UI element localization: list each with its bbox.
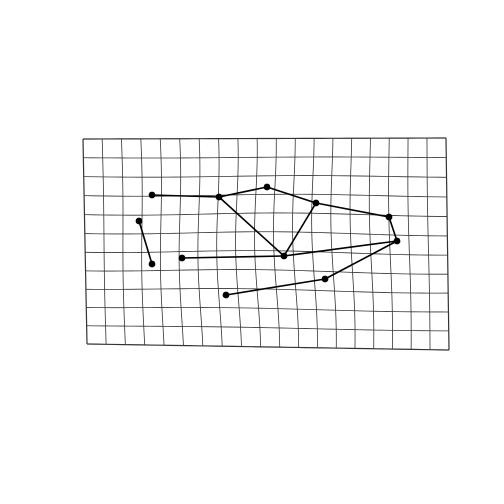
node-n8 (280, 252, 288, 260)
edge-n11-n12 (225, 278, 326, 296)
node-n4 (312, 199, 320, 207)
edge-n2-n3 (218, 186, 268, 198)
grid-vertical-line (426, 138, 431, 350)
warped-grid (82, 137, 450, 351)
grid-vertical-line (159, 138, 165, 346)
grid-vertical-line (292, 138, 300, 348)
edge-n7-n8 (181, 255, 285, 259)
grid-vertical-line (349, 138, 356, 349)
grid-horizontal-line (85, 269, 448, 275)
edge-n1-n2 (151, 194, 220, 198)
grid-vertical-line (330, 138, 337, 349)
grid-vertical-line (311, 138, 318, 348)
grid-horizontal-line (86, 343, 450, 351)
grid-vertical-line (407, 138, 412, 350)
edge-n4-n8 (283, 202, 317, 257)
node-n3 (263, 183, 271, 191)
grid-vertical-line (197, 138, 204, 346)
node-n7 (178, 254, 186, 262)
edge-n5-n6 (388, 216, 398, 242)
node-n11 (321, 275, 329, 283)
node-n1 (148, 191, 156, 199)
edge-n8-n6 (283, 240, 398, 257)
grid-horizontal-line (86, 325, 449, 332)
grid-horizontal-line (85, 250, 448, 256)
node-n12 (222, 291, 230, 299)
grid-vertical-line (101, 138, 107, 345)
grid-horizontal-line (86, 307, 449, 313)
edge-n2-n8 (218, 196, 285, 257)
edge-n3-n4 (266, 186, 317, 204)
edge-n6-n11 (324, 240, 398, 280)
grid-vertical-line (121, 138, 126, 345)
grid-horizontal-line (83, 156, 447, 159)
node-n2 (215, 193, 223, 201)
grid-horizontal-line (84, 193, 447, 198)
node-n5 (385, 213, 393, 221)
graph-edges (138, 186, 398, 296)
grid-horizontal-line (82, 137, 447, 140)
grid-horizontal-line (85, 288, 449, 294)
grid-horizontal-line (84, 231, 448, 237)
grid-vertical-line (273, 138, 281, 348)
node-n9 (135, 217, 143, 225)
grid-vertical-line (445, 137, 450, 351)
grid-horizontal-line (83, 175, 447, 178)
grid-vertical-line (140, 138, 146, 345)
grid-vertical-line (235, 138, 242, 347)
edge-n4-n5 (315, 202, 390, 218)
grid-vertical-line (216, 138, 223, 347)
grid-horizontal-line (84, 212, 448, 217)
node-n10 (148, 260, 156, 268)
graph-nodes (135, 183, 401, 299)
node-n6 (393, 237, 401, 245)
grid-vertical-line (178, 138, 184, 346)
grid-vertical-line (82, 138, 88, 345)
edge-n9-n10 (138, 220, 153, 265)
grid-vertical-line (254, 138, 262, 347)
